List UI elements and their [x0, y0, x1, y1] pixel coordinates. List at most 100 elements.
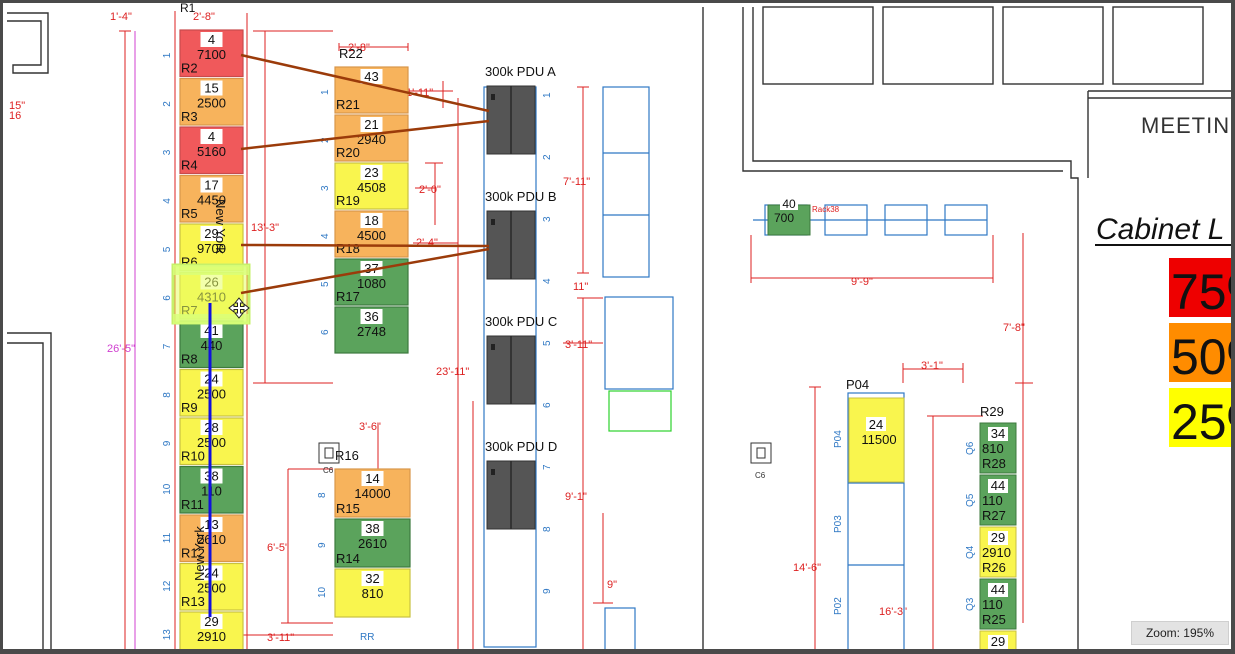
rack-label: R14 — [336, 551, 360, 566]
pdu-row-number: 9 — [542, 588, 553, 594]
pdu-handle — [491, 219, 495, 225]
rack-num: 38 — [365, 521, 379, 536]
row-number: 8 — [317, 492, 328, 498]
column-b-title: R22 — [339, 46, 363, 61]
legend-title: Cabinet L — [1096, 213, 1224, 246]
p04-rack-bottom[interactable] — [849, 649, 904, 654]
svg-text:1'-4": 1'-4" — [110, 11, 132, 23]
rack-label: R21 — [336, 97, 360, 112]
rack-value: 810 — [362, 586, 384, 601]
rack-value: 2500 — [197, 96, 226, 111]
rack-num: 43 — [364, 69, 378, 84]
rack-num-box — [360, 309, 383, 324]
rack38-val: 700 — [774, 211, 794, 225]
svg-text:3'-11": 3'-11" — [565, 339, 592, 351]
rack-num-box — [360, 69, 383, 84]
pdu-label: 300k PDU D — [485, 439, 557, 454]
rack-value: 4450 — [197, 193, 226, 208]
svg-text:3'-11": 3'-11" — [267, 632, 294, 644]
svg-text:P02: P02 — [833, 597, 844, 615]
overlay-labels: New York New York — [192, 199, 228, 581]
row-number: 1 — [320, 89, 331, 95]
rack-value: 110 — [982, 493, 1003, 508]
outlet-icon — [318, 442, 772, 464]
row-number: 9 — [317, 542, 328, 548]
overall-dimension-label: 26'-5" — [107, 343, 135, 355]
floorplan-canvas[interactable]: MEETING 1'-4" 2'-8" 2'-8" 1'-11" 2'-0" 2… — [3, 3, 1235, 654]
rack-num: 17 — [204, 178, 218, 193]
svg-text:2'-0": 2'-0" — [419, 184, 441, 196]
svg-text:6'-5": 6'-5" — [267, 542, 289, 554]
rack-num-box — [988, 427, 1008, 441]
rack-num-box — [200, 226, 223, 241]
rack-num: 29 — [204, 614, 218, 629]
rack-label: R27 — [982, 508, 1006, 523]
rack-num-box — [360, 165, 383, 180]
cabinet-legend: Cabinet L 75% 50% 25% — [1095, 213, 1235, 450]
rack-num: 4 — [208, 129, 215, 144]
rack-num: 37 — [364, 261, 378, 276]
rack-label: R3 — [181, 109, 198, 124]
rack-label: R28 — [982, 456, 1006, 471]
rack-value: 110 — [982, 597, 1003, 612]
svg-text:3'-6": 3'-6" — [359, 421, 381, 433]
column-a-title: R1 — [180, 3, 196, 15]
rack-label: R10 — [181, 449, 205, 464]
legend-swatch-75 — [1169, 258, 1231, 317]
rack-num: 23 — [364, 165, 378, 180]
rack-num-box — [200, 129, 223, 144]
svg-text:7'-8": 7'-8" — [1003, 322, 1025, 334]
rack-num-box — [200, 614, 223, 629]
row-number: 6 — [320, 329, 331, 335]
pdu-row-number: 6 — [542, 402, 553, 408]
pdu-row-number: 3 — [542, 216, 553, 222]
rack-num-box — [988, 583, 1008, 597]
rack-label: R13 — [181, 594, 205, 609]
row-number: 4 — [320, 233, 331, 239]
rack-value: 810 — [982, 441, 1004, 456]
rack-value: 2910 — [197, 629, 226, 644]
outlet-label: C6 — [323, 466, 334, 475]
rack-num-box — [361, 471, 384, 486]
svg-text:14'-6": 14'-6" — [793, 562, 821, 574]
rack-num: 34 — [991, 426, 1005, 441]
pdu-handle — [491, 469, 495, 475]
rack38-num-box — [780, 197, 798, 210]
svg-text:16: 16 — [9, 110, 21, 122]
rack-num-box — [200, 80, 223, 96]
row-number: 6 — [162, 295, 173, 301]
rack[interactable] — [179, 29, 244, 78]
svg-text:9'-1": 9'-1" — [565, 491, 587, 503]
rack-column-b: 43R21212940R20234508R19184500R18371080R1… — [320, 66, 409, 354]
rack-value: 1080 — [357, 276, 386, 291]
rack-label: R12 — [181, 546, 205, 561]
column-c-title: R16 — [335, 448, 359, 463]
row-number: 1 — [162, 52, 173, 58]
rack-num-box — [360, 261, 383, 276]
rack-num: 15 — [204, 81, 218, 96]
legend-label-50: 50% — [1171, 329, 1235, 385]
pdu-row-outline — [483, 86, 988, 649]
p04-rack[interactable] — [848, 397, 905, 483]
pdu-row-number: 1 — [542, 92, 553, 98]
rack-label: R9 — [181, 400, 198, 415]
row-number: 8 — [162, 392, 173, 398]
rack-num-box — [360, 213, 383, 228]
rack-value: 4500 — [357, 228, 386, 243]
rack-value: 9700 — [197, 241, 226, 256]
selected-rack-handle-top[interactable] — [173, 265, 249, 275]
svg-text:P03: P03 — [833, 515, 844, 533]
svg-text:2'-4": 2'-4" — [416, 237, 438, 249]
p04-title: P04 — [846, 377, 869, 392]
move-cursor-icon — [228, 297, 250, 319]
power-links — [240, 53, 490, 295]
legend-label-75: 75% — [1171, 264, 1235, 320]
pdu-label: 300k PDU B — [485, 189, 557, 204]
rack[interactable] — [179, 174, 244, 223]
svg-text:3'-1": 3'-1" — [921, 360, 943, 372]
pdu-row-number: 2 — [542, 154, 553, 160]
rack-num: 44 — [991, 478, 1005, 493]
svg-text:2'-8": 2'-8" — [348, 42, 370, 54]
row-number: 10 — [317, 586, 328, 598]
